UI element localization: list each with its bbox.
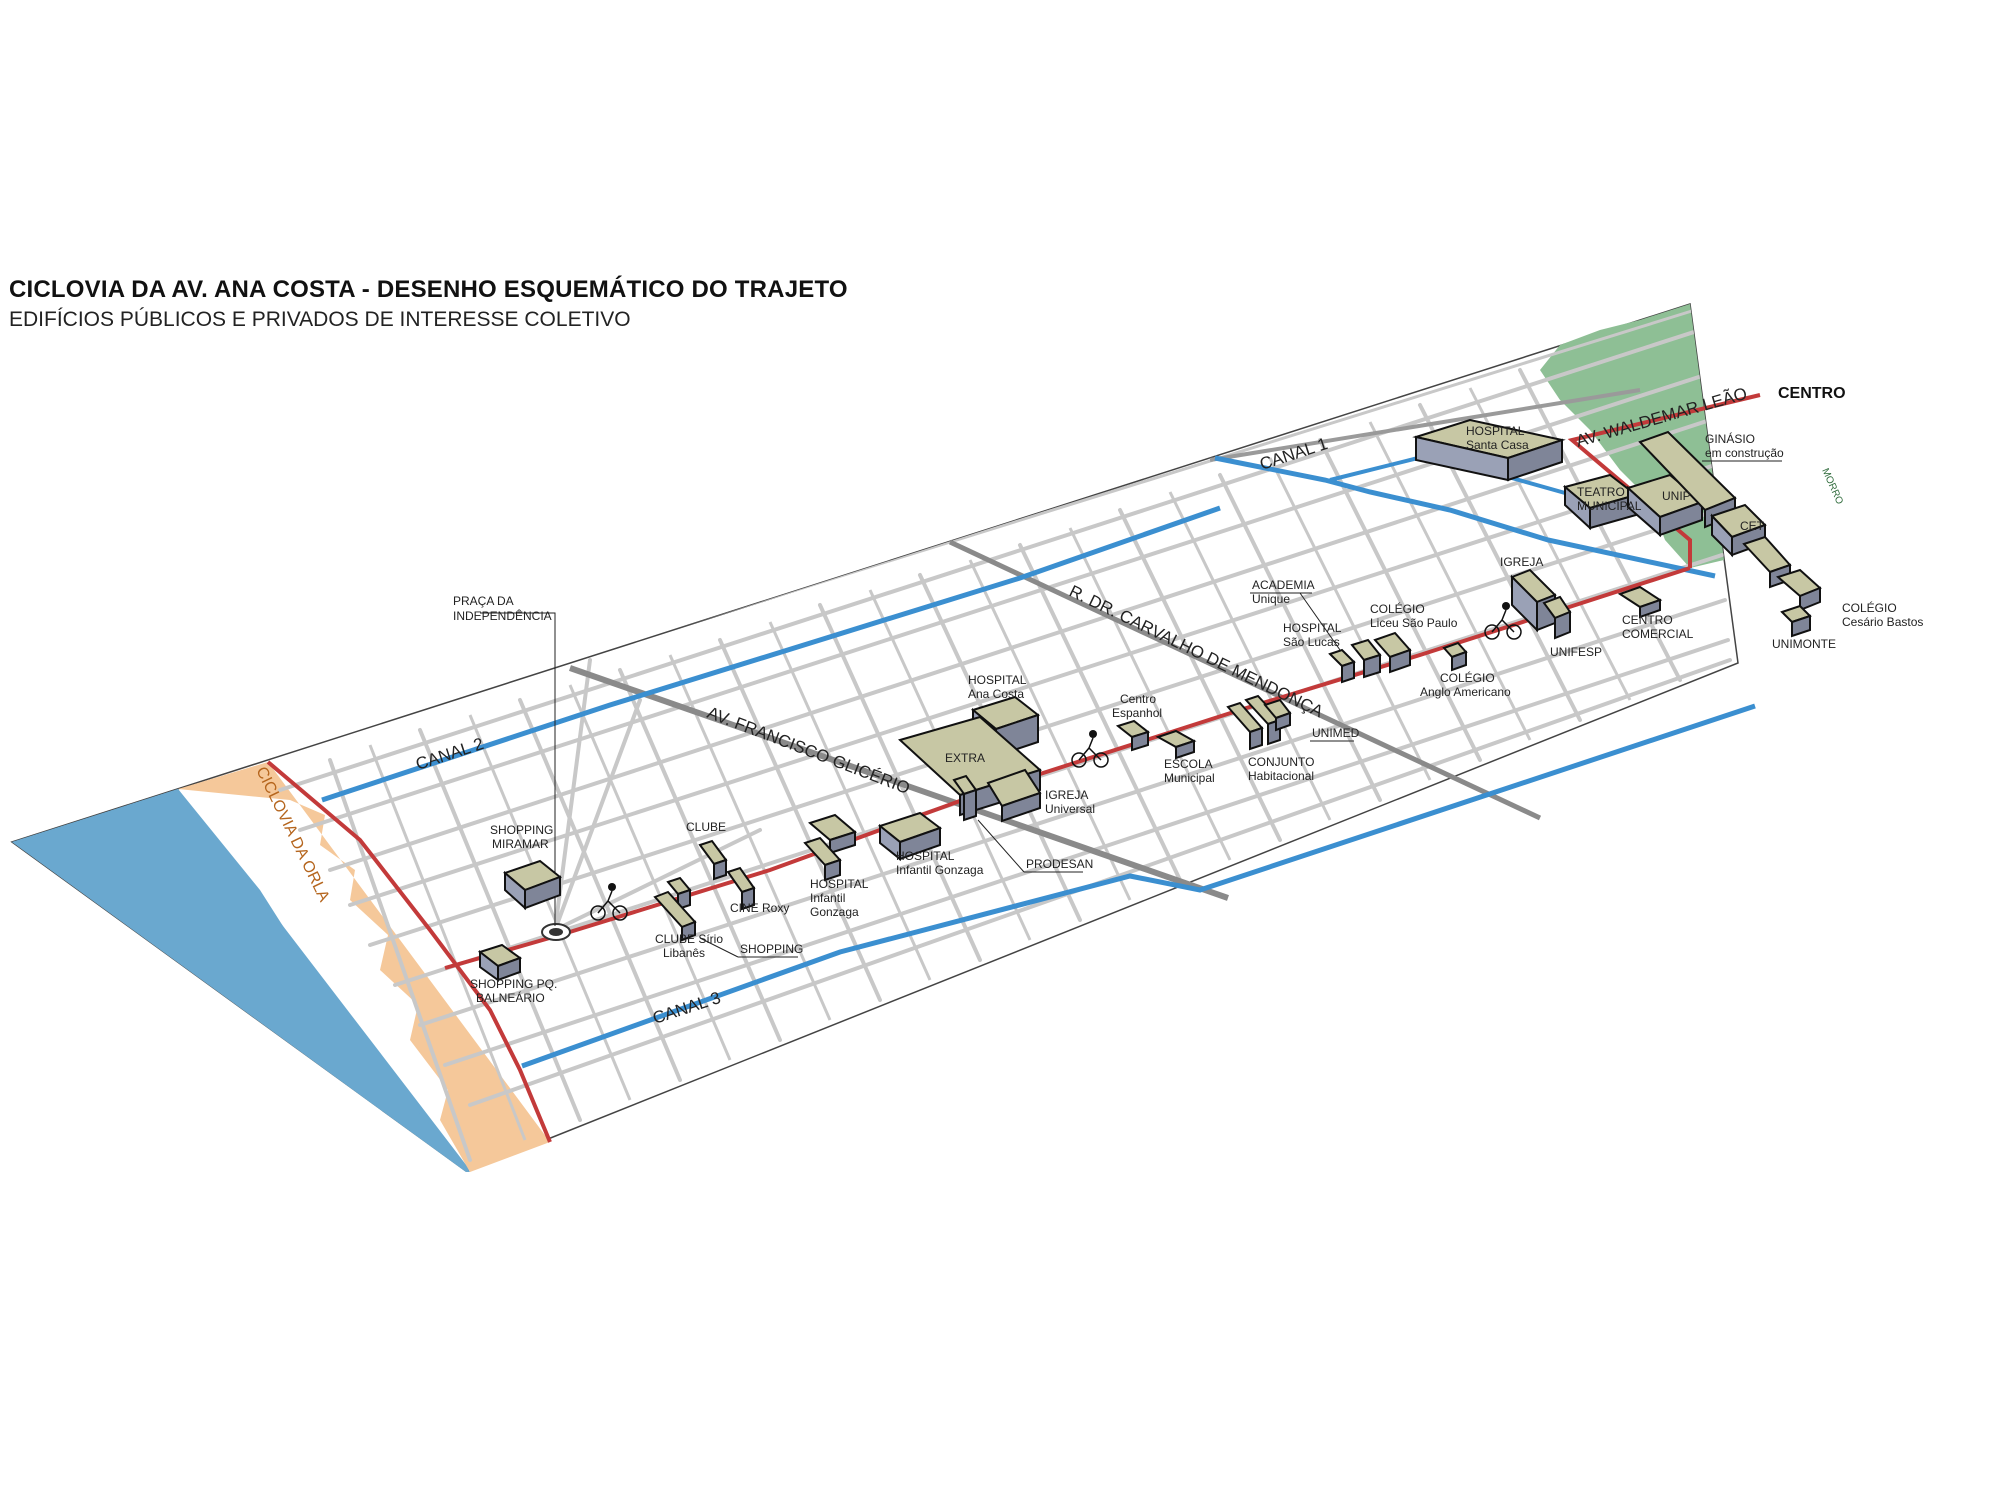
leader-shopping-2 <box>699 937 739 958</box>
label-morro: MORRO <box>1819 467 1845 507</box>
canal-1 <box>1214 455 1716 579</box>
label-hospital-ana-costa-1: HOSPITAL <box>968 673 1027 687</box>
label-centro-espanhol-1: Centro <box>1120 692 1156 706</box>
label-shopping-balneario-1: SHOPPING PQ. <box>470 977 557 991</box>
label-centro-comercial-2: COMERCIAL <box>1622 627 1694 641</box>
leader-prodesan-2 <box>977 819 1025 873</box>
bicycle-icon <box>590 883 628 921</box>
label-hospital-sao-lucas-1: HOSPITAL <box>1283 621 1342 635</box>
label-igreja: IGREJA <box>1500 555 1543 569</box>
label-colegio-anglo-1: COLÉGIO <box>1440 670 1495 685</box>
label-clube-sirio-2: Libanês <box>663 946 705 960</box>
label-shopping-balneario-2: BALNEÁRIO <box>476 990 545 1005</box>
label-hospital-ana-costa-2: Ana Costa <box>968 687 1024 701</box>
ciclovia-da-orla <box>266 760 552 1143</box>
building-sao-lucas-liceu <box>1328 631 1412 684</box>
label-clube-sirio-1: CLUBE Sírio <box>655 932 723 946</box>
label-praca-2: INDEPENDÊNCIA <box>453 608 552 623</box>
label-conjunto-2: Habitacional <box>1248 769 1314 783</box>
label-igreja-universal-2: Universal <box>1045 802 1095 816</box>
label-conjunto-1: CONJUNTO <box>1248 755 1314 769</box>
label-hospital-sao-lucas-2: São Lucas <box>1283 635 1340 649</box>
label-unip: UNIP <box>1662 489 1691 503</box>
av-francisco-glicerio <box>569 665 1229 901</box>
building-hospital-santa-casa <box>1412 418 1566 482</box>
label-escola-2: Municipal <box>1164 771 1215 785</box>
label-shopping: SHOPPING <box>740 942 803 956</box>
label-hospital-inf-2-1: HOSPITAL <box>810 877 869 891</box>
map-title: CICLOVIA DA AV. ANA COSTA - DESENHO ESQU… <box>9 276 848 303</box>
label-teatro-1: TEATRO <box>1577 485 1625 499</box>
building-colegio-cesario <box>1742 535 1822 612</box>
building-extra <box>898 715 1042 823</box>
label-cet: CET <box>1740 519 1765 533</box>
building-unimonte <box>1780 604 1812 638</box>
label-teatro-2: MUNICIPAL <box>1577 499 1642 513</box>
label-clube: CLUBE <box>686 820 726 834</box>
label-hospital-inf-2-2: Infantil <box>810 891 845 905</box>
label-ginasio-1: GINÁSIO <box>1705 431 1755 446</box>
buildings <box>477 418 1822 982</box>
bicycle-icon <box>1071 730 1109 768</box>
label-hospital-inf-gonzaga-1: HOSPITAL <box>896 849 955 863</box>
label-prodesan: PRODESAN <box>1026 857 1093 871</box>
bicycle-icon <box>1484 602 1522 640</box>
label-ginasio-2: em construção <box>1705 446 1784 460</box>
building-colegio-anglo <box>1442 641 1468 672</box>
label-colegio-cesario-2: Cesário Bastos <box>1842 615 1923 629</box>
building-teatro-municipal <box>1562 473 1639 531</box>
map-subtitle: EDIFÍCIOS PÚBLICOS E PRIVADOS DE INTERES… <box>9 308 631 331</box>
label-academia-2: Unique <box>1252 592 1290 606</box>
building-shopping-miramar <box>503 859 563 911</box>
building-centro-comercial <box>1617 585 1663 619</box>
label-unimed: UNIMED <box>1312 726 1360 740</box>
label-hospital-inf-2-3: Gonzaga <box>810 905 859 919</box>
building-cet <box>1710 503 1767 558</box>
label-hospital-inf-gonzaga-2: Infantil Gonzaga <box>896 863 984 877</box>
label-centro: CENTRO <box>1778 385 1846 402</box>
building-clube-cine-roxy <box>698 839 756 911</box>
label-academia-1: ACADEMIA <box>1252 578 1315 592</box>
building-conjunto-habitacional <box>1226 694 1292 751</box>
sea-area-2 <box>12 789 470 1172</box>
building-igreja-universal <box>952 774 978 822</box>
building-clube-sirio <box>653 876 697 942</box>
building-unip <box>1626 473 1704 538</box>
building-escola-municipal <box>1155 729 1197 760</box>
leader-academia-2 <box>1299 592 1341 651</box>
label-praca-1: PRAÇA DA <box>453 594 514 608</box>
label-centro-espanhol-2: Espanhol <box>1112 706 1162 720</box>
label-hospital-santa-casa-2: Santa Casa <box>1466 438 1529 452</box>
praca-independencia-marker <box>480 612 571 941</box>
label-centro-comercial-1: CENTRO <box>1622 613 1673 627</box>
label-shopping-miramar-2: MIRAMAR <box>492 837 549 851</box>
label-shopping-miramar-1: SHOPPING <box>490 823 553 837</box>
building-igreja-unifesp <box>1510 568 1572 640</box>
title-block: CICLOVIA DA AV. ANA COSTA - DESENHO ESQU… <box>9 276 848 332</box>
label-igreja-universal-1: IGREJA <box>1045 788 1088 802</box>
label-colegio-anglo-2: Anglo Americano <box>1420 685 1511 699</box>
building-hospital-infantil-gonzaga <box>877 811 943 862</box>
label-hospital-santa-casa-1: HOSPITAL <box>1466 424 1525 438</box>
label-colegio-cesario-1: COLÉGIO <box>1842 600 1897 615</box>
beach-area <box>178 762 550 1172</box>
canal-3 <box>521 703 1756 1069</box>
building-shopping-balneario <box>477 943 523 982</box>
label-colegio-liceu-2: Liceu São Paulo <box>1370 616 1458 630</box>
building-centro-espanhol <box>1115 719 1151 752</box>
building-hospital-infantil-2 <box>803 813 858 882</box>
label-unimonte: UNIMONTE <box>1772 637 1836 651</box>
label-extra: EXTRA <box>945 751 985 765</box>
label-cine-roxy: CINE Roxy <box>730 901 789 915</box>
av-waldemar-leao <box>1209 388 1641 462</box>
canal-2 <box>321 505 1221 803</box>
label-colegio-liceu-1: COLÉGIO <box>1370 601 1425 616</box>
label-unifesp: UNIFESP <box>1550 645 1602 659</box>
r-carvalho-mendonca <box>948 539 1542 821</box>
label-escola-1: ESCOLA <box>1164 757 1213 771</box>
